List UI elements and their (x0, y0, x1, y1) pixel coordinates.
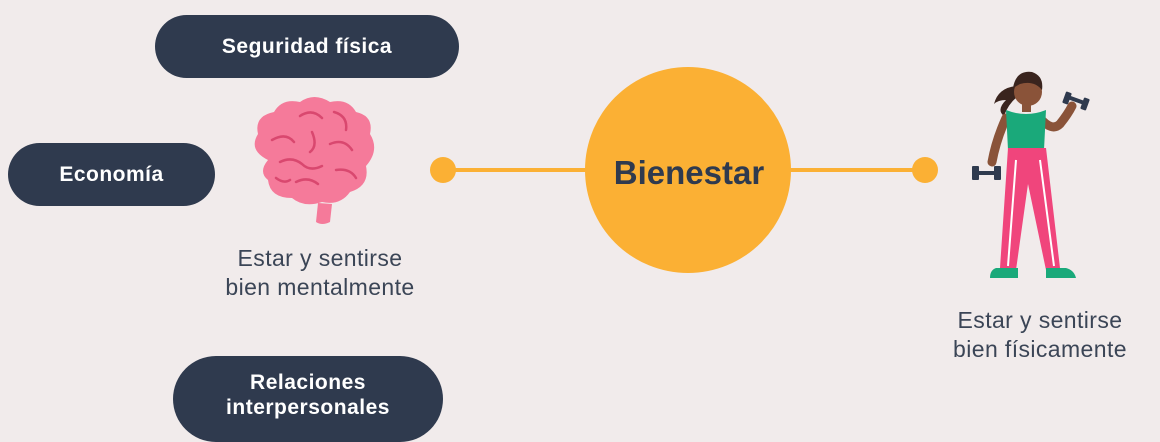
connector-layer (430, 67, 938, 273)
bienestar-circle (585, 67, 791, 273)
economia-pill: Economía (8, 143, 215, 206)
fisica-caption-line2: bien físicamente (953, 336, 1127, 362)
mental-caption: Estar y sentirse bien mentalmente (190, 244, 450, 302)
connector-dot-left (430, 157, 456, 183)
relaciones-label-line1: Relaciones (250, 371, 366, 394)
relaciones-interpersonales-pill: Relaciones interpersonales (173, 356, 443, 442)
seguridad-fisica-label: Seguridad física (221, 35, 393, 58)
exercising-woman-icon (972, 71, 1090, 278)
diagram-canvas: Bienestar Seguridad física Economía Rela… (8, 15, 1160, 442)
seguridad-fisica-pill: Seguridad física (155, 15, 459, 78)
fisica-caption: Estar y sentirse bien físicamente (920, 306, 1160, 364)
economia-label: Economía (59, 163, 164, 186)
brain-icon (254, 97, 375, 224)
mental-caption-line2: bien mentalmente (225, 274, 415, 300)
bienestar-label: Bienestar (613, 154, 765, 191)
mental-caption-line1: Estar y sentirse (237, 245, 403, 271)
relaciones-label-line2: interpersonales (226, 396, 390, 419)
connector-dot-right (912, 157, 938, 183)
fisica-caption-line1: Estar y sentirse (957, 307, 1123, 333)
